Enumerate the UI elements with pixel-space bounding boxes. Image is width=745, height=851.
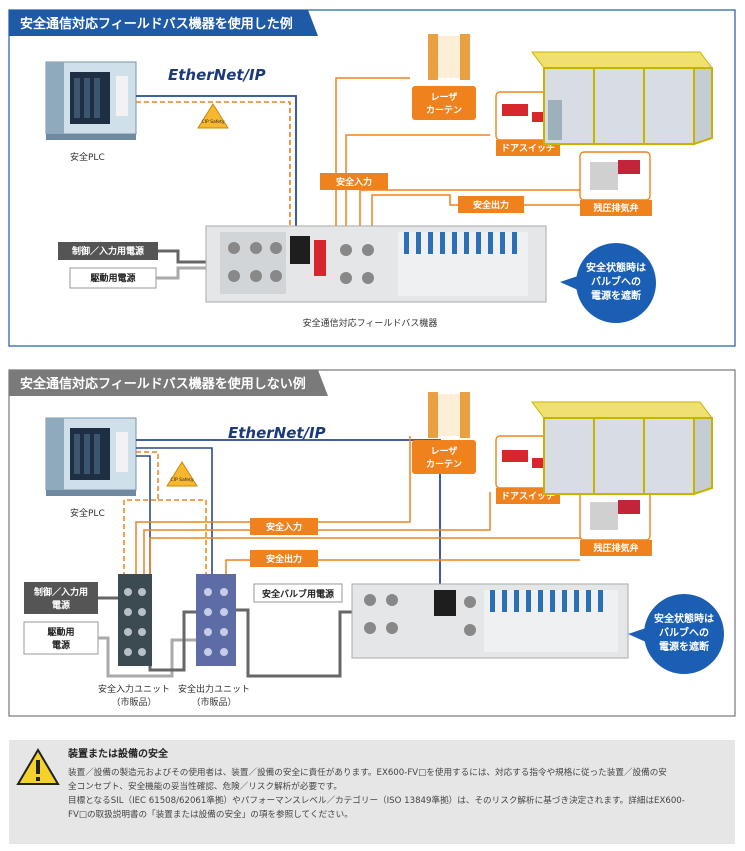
cip-dashed-line-1 [136, 101, 291, 228]
power-control-label-1: 制御／入力用電源 [72, 245, 144, 257]
bubble1-line3: 電源を遮断 [591, 289, 641, 302]
power-line-1b [156, 266, 206, 280]
laser-label-2b: カーテン [426, 459, 462, 470]
exhaust-tag-1 [580, 200, 652, 216]
plc1-label: 安全PLC [70, 151, 105, 163]
cip-label-2: CIP Safety [170, 477, 193, 483]
machine-enclosure-1 [531, 51, 713, 146]
safety-bubble-1 [560, 243, 656, 323]
power-control-box-2 [24, 582, 98, 614]
ethernet-branch-2a [136, 455, 151, 574]
bubble1-line1: 安全状態時は [586, 261, 646, 274]
input-unit-label-b: （市販品） [111, 696, 156, 708]
machine-enclosure-2 [531, 401, 713, 496]
cip-label-1: CIP Safety [201, 119, 224, 125]
exhaust-tag-2 [580, 540, 652, 556]
exhaust-label-2: 残圧排気弁 [593, 542, 638, 554]
panel1-title: 安全通信対応フィールドバス機器を使用した例 [20, 16, 293, 32]
input-unit-label-a: 安全入力ユニット [98, 683, 170, 695]
warning-box [9, 740, 735, 844]
exhaust-line-2 [149, 537, 580, 574]
laser-curtain-2 [428, 392, 470, 438]
ethernet-logo-1: EtherNet/IP [168, 66, 266, 84]
ethernet-line-1 [136, 95, 297, 228]
door-line-1 [345, 134, 490, 228]
safe-valve-power-box [253, 583, 343, 603]
power-control-box-1 [58, 242, 158, 260]
warning-line-4: FV□の取扱説明書の「装置または設備の安全」の項を参照してください。 [68, 808, 353, 820]
bubble1-line2: バルブへの [591, 275, 641, 288]
safe-input-label-2: 安全入力 [266, 521, 302, 533]
warning-line-3: 目標となるSIL（IEC 61508/62061準拠）やパフォーマンスレベル／カ… [68, 794, 685, 806]
warning-icon [16, 748, 60, 785]
ethernet-logo-2: EtherNet/IP [228, 424, 326, 442]
fieldbus-device-1 [205, 225, 547, 303]
warning-title: 装置または設備の安全 [67, 747, 169, 760]
laser-label-1b: カーテン [426, 105, 462, 116]
power-drive-box-2 [23, 621, 99, 655]
safe-output-label-2: 安全出力 [266, 553, 302, 565]
plc-2 [45, 417, 137, 496]
laser-label-1a: レーザ [431, 92, 458, 103]
bubble2-line1: 安全状態時は [654, 612, 714, 625]
cip-safety-badge-2 [166, 461, 198, 487]
safe-valve-power-label: 安全バルブ用電源 [262, 588, 334, 600]
cip-dashed-a-2 [123, 451, 159, 574]
plc2-label: 安全PLC [70, 507, 105, 519]
power-line-1a [158, 249, 206, 264]
power-control-label-2b: 電源 [52, 599, 70, 611]
safe-output-tag-1 [458, 196, 524, 213]
warning-line-1: 装置／設備の製造元およびその使用者は、装置／設備の安全に責任があります。EX60… [68, 766, 667, 778]
safe-output-label-1: 安全出力 [473, 199, 509, 211]
door-label-1: ドアスイッチ [501, 143, 555, 154]
plc-1 [45, 61, 137, 140]
laser-tag-1 [412, 86, 476, 120]
safe-output-tag-2 [250, 550, 318, 567]
power-line-2c [148, 610, 196, 672]
exhaust-label-1: 残圧排気弁 [593, 202, 638, 214]
panel2-header [9, 370, 328, 396]
bubble2-line2: バルブへの [659, 626, 709, 639]
warning-line-2: 全コンセプト、安全機能の妥当性確認、危険／リスク解析が必要です。 [68, 780, 342, 792]
laser-label-2a: レーザ [431, 446, 458, 457]
cip-dashed-b-2 [158, 499, 207, 574]
exhaust-valve-2 [579, 491, 651, 541]
power-control-label-2a: 制御／入力用 [34, 586, 88, 598]
ethernet-branch-2b [136, 447, 213, 574]
valve-power-line-2 [236, 608, 352, 678]
output-line-2 [225, 559, 580, 574]
safe-input-tag-1 [320, 173, 388, 190]
power-drive-label-1: 駆動用電源 [89, 272, 135, 284]
output-unit-label-a: 安全出力ユニット [178, 683, 250, 695]
door-label-2: ドアスイッチ [501, 491, 555, 502]
panel1-header [9, 10, 318, 36]
cip-safety-badge-1 [197, 103, 229, 129]
power-drive-label-2b: 電源 [52, 639, 70, 651]
safety-input-unit [118, 574, 152, 666]
panel2-title: 安全通信対応フィールドバス機器を使用しない例 [20, 376, 306, 392]
safe-input-label-1: 安全入力 [336, 176, 372, 188]
safe-input-tag-2 [250, 518, 318, 535]
bubble2-line3: 電源を遮断 [659, 640, 709, 653]
device-caption-1: 安全通信対応フィールドバス機器 [303, 317, 438, 329]
exhaust-valve-1 [579, 151, 651, 201]
safety-output-unit [196, 574, 236, 666]
power-drive-label-2a: 駆動用 [46, 626, 74, 638]
fieldbus-device-2 [351, 583, 629, 659]
output-unit-label-b: （市販品） [191, 696, 236, 708]
power-line-2b [98, 636, 196, 678]
laser-curtain-1 [428, 34, 470, 80]
safety-bubble-2 [628, 594, 724, 674]
laser-tag-2 [412, 440, 476, 474]
